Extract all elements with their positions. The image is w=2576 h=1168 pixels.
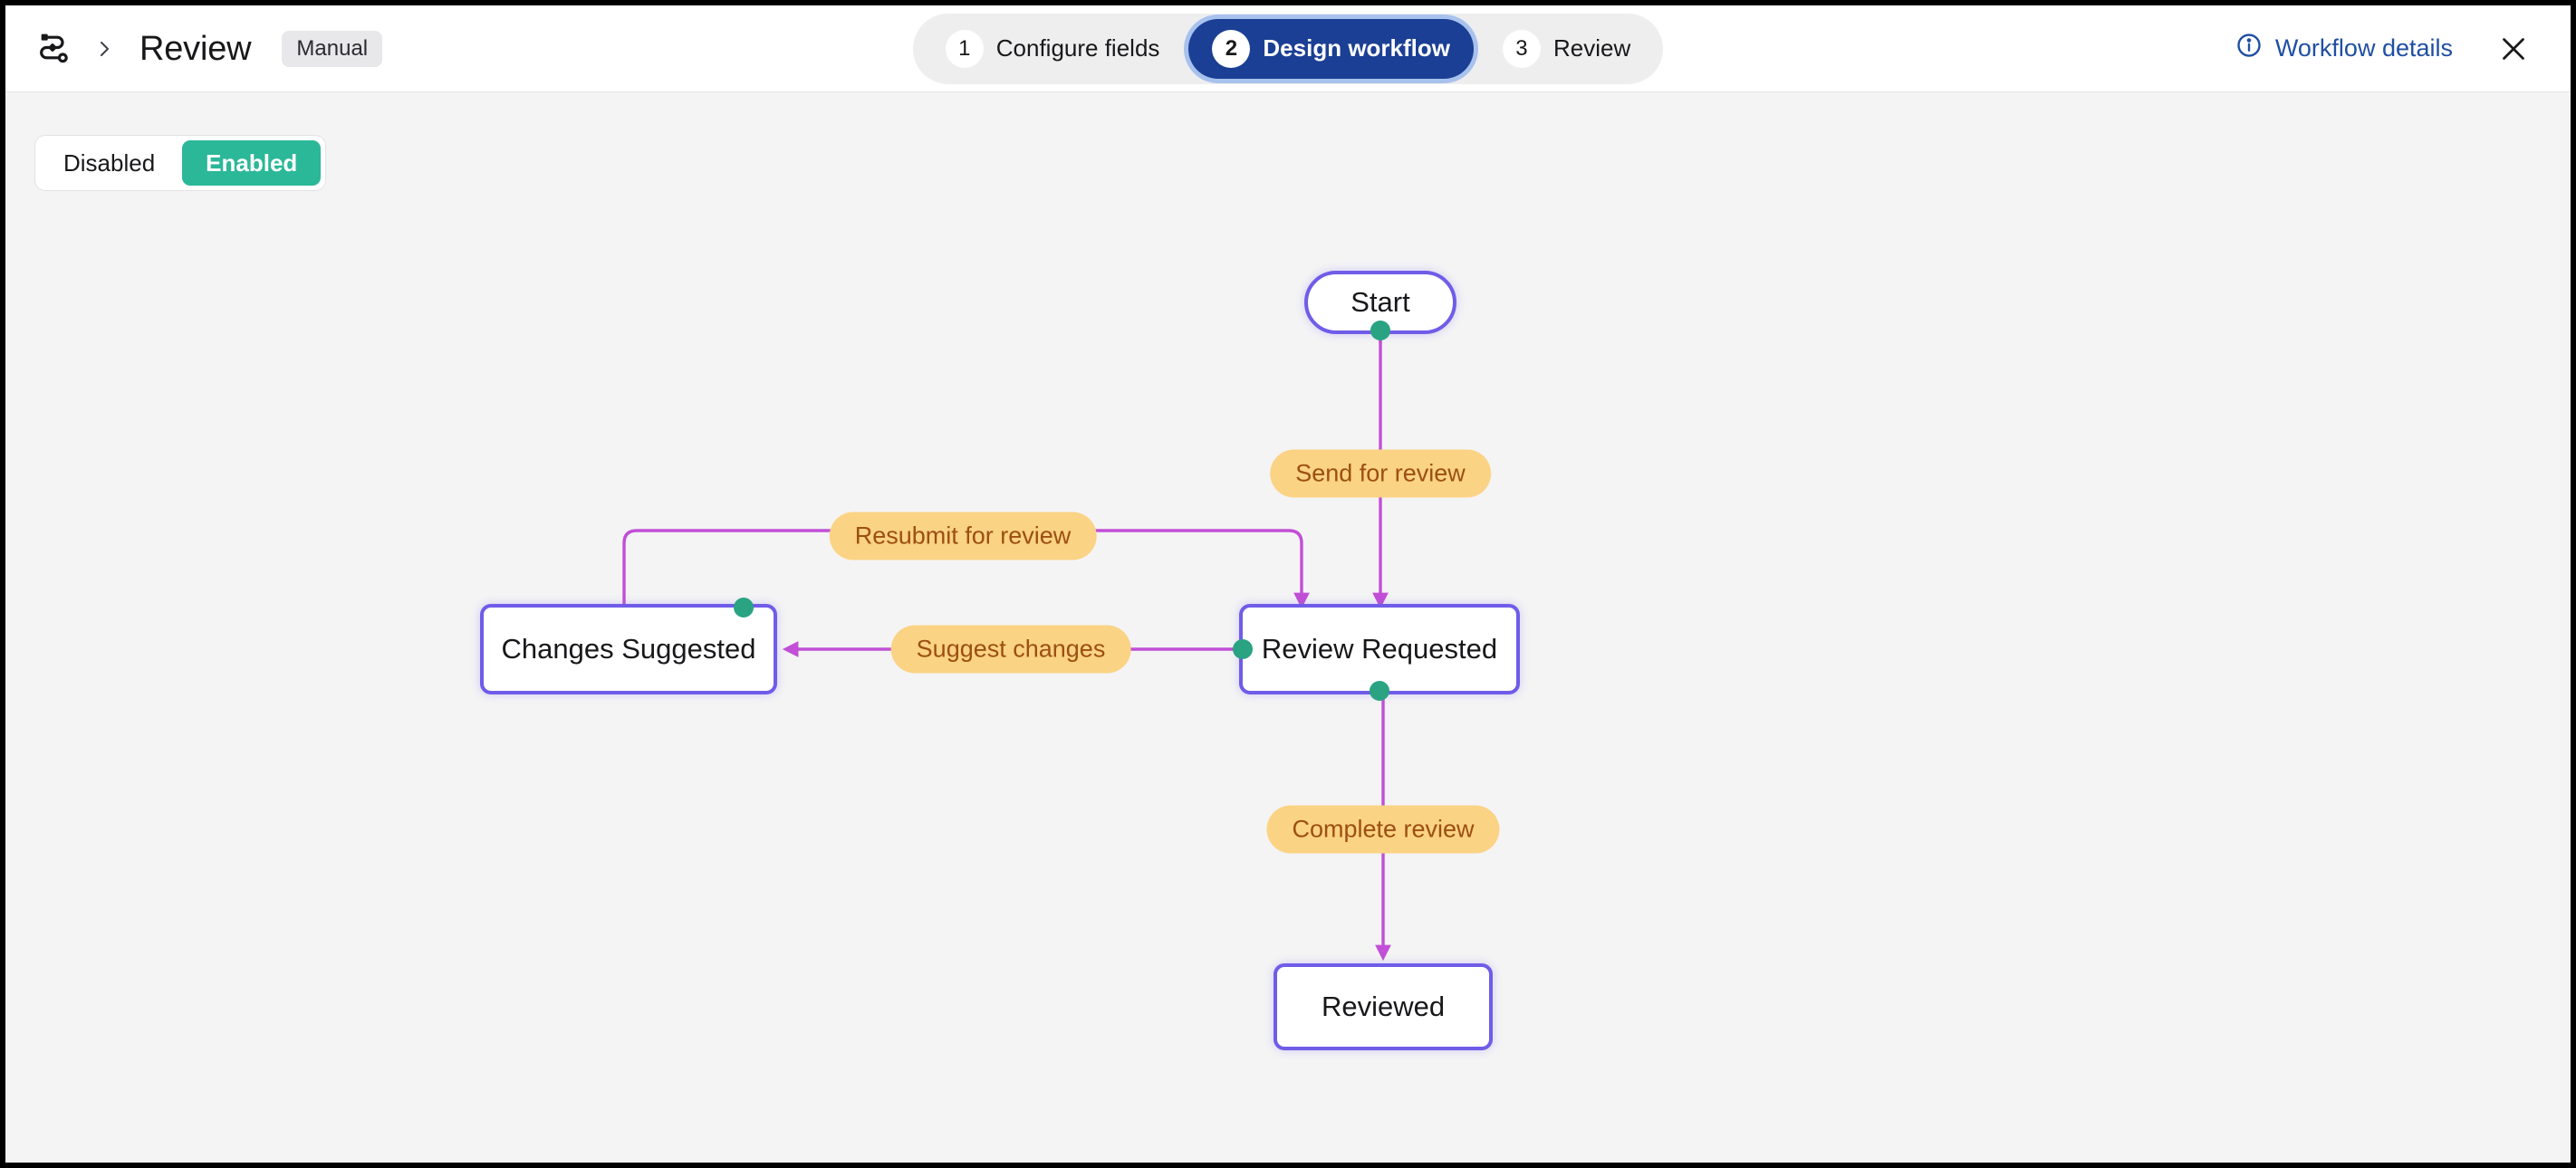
transition-label-suggest-changes[interactable]: Suggest changes xyxy=(890,625,1131,674)
step-number: 1 xyxy=(945,29,984,68)
workflow-details-link[interactable]: Workflow details xyxy=(2235,32,2453,65)
step-label: Review xyxy=(1552,34,1631,62)
transition-label-resubmit-for-review[interactable]: Resubmit for review xyxy=(829,512,1097,560)
status-toggle[interactable]: Disabled Enabled xyxy=(34,135,327,191)
step-configure-fields[interactable]: 1 Configure fields xyxy=(922,19,1184,79)
workflow-type-badge: Manual xyxy=(282,30,383,67)
step-number: 2 xyxy=(1212,29,1251,68)
step-label: Design workflow xyxy=(1263,34,1450,62)
flow-diagram: Start Review Requested Changes Suggested… xyxy=(5,92,2571,1163)
node-label: Start xyxy=(1350,286,1410,318)
close-icon[interactable] xyxy=(2493,28,2534,70)
toggle-option-enabled[interactable]: Enabled xyxy=(182,140,322,186)
transition-label-complete-review[interactable]: Complete review xyxy=(1266,805,1500,854)
node-label: Review Requested xyxy=(1261,633,1498,665)
app-header: Review Manual 1 Configure fields 2 Desig… xyxy=(5,5,2571,92)
transition-label-send-for-review[interactable]: Send for review xyxy=(1270,449,1491,498)
node-handle-top[interactable] xyxy=(734,598,754,618)
workflow-details-label: Workflow details xyxy=(2274,34,2453,62)
step-number: 3 xyxy=(1502,29,1541,68)
node-changes-suggested[interactable]: Changes Suggested xyxy=(480,598,777,694)
page-title: Review xyxy=(139,29,252,68)
chevron-right-icon xyxy=(92,37,116,61)
step-review[interactable]: 3 Review xyxy=(1479,19,1654,79)
node-start[interactable]: Start xyxy=(1304,271,1456,340)
workflow-canvas[interactable]: Disabled Enabled xyxy=(5,92,2571,1163)
node-reviewed[interactable]: Reviewed xyxy=(1274,963,1493,1050)
node-label: Reviewed xyxy=(1321,991,1446,1022)
toggle-option-disabled[interactable]: Disabled xyxy=(63,149,156,177)
info-circle-icon xyxy=(2235,32,2263,65)
node-handle-bottom[interactable] xyxy=(1370,321,1390,340)
workflow-route-icon[interactable] xyxy=(36,29,76,69)
wizard-stepper: 1 Configure fields 2 Design workflow 3 R… xyxy=(912,13,1664,84)
node-handle-left[interactable] xyxy=(1233,639,1253,659)
step-label: Configure fields xyxy=(995,34,1160,62)
node-review-requested[interactable]: Review Requested xyxy=(1233,604,1520,701)
header-left-group: Review Manual xyxy=(5,29,383,69)
node-handle-bottom[interactable] xyxy=(1370,681,1389,701)
workflow-designer-window: Review Manual 1 Configure fields 2 Desig… xyxy=(5,5,2571,1163)
node-label: Changes Suggested xyxy=(501,633,756,665)
header-right-group: Workflow details xyxy=(2235,28,2571,70)
stepper-container: 1 Configure fields 2 Design workflow 3 R… xyxy=(5,13,2571,84)
step-design-workflow[interactable]: 2 Design workflow xyxy=(1188,18,1474,79)
